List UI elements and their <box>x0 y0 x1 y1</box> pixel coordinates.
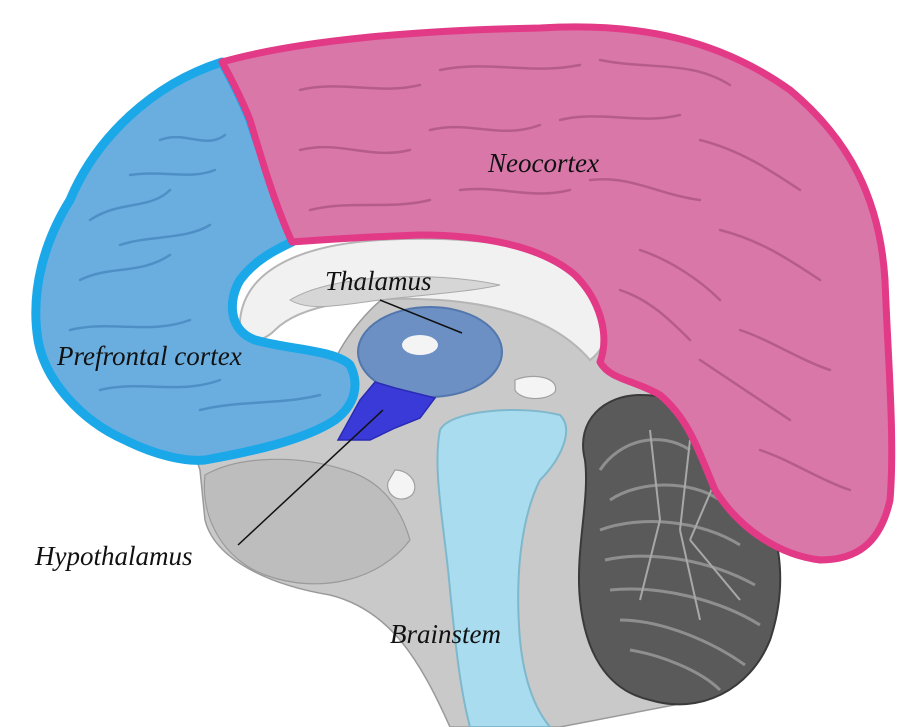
thalamus-label: Thalamus <box>325 266 432 296</box>
prefrontal-cortex-label: Prefrontal cortex <box>56 341 242 371</box>
neocortex-label: Neocortex <box>487 148 599 178</box>
brainstem-label: Brainstem <box>390 619 501 649</box>
pineal <box>515 376 556 398</box>
hypothalamus-label: Hypothalamus <box>34 541 193 571</box>
